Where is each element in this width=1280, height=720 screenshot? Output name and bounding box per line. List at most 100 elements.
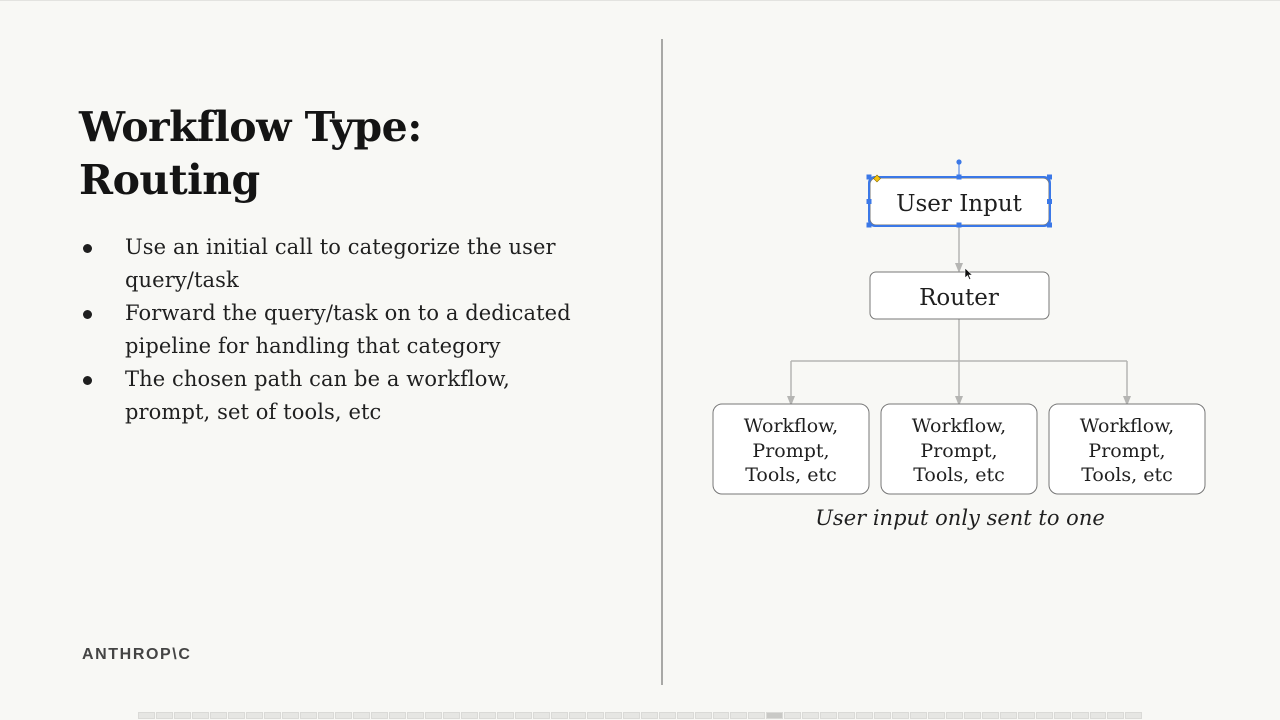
resize-handle-sw[interactable]	[866, 222, 872, 228]
bullet-dot-icon	[83, 310, 92, 319]
slide-thumbnail[interactable]	[515, 712, 532, 719]
selection-handles[interactable]	[866, 159, 1053, 228]
slide-thumbnail[interactable]	[550, 712, 568, 719]
diagram-caption: User input only sent to one	[815, 506, 1105, 530]
bullet-text: Forward the query/task on to a dedicated	[125, 301, 571, 325]
bullet-text: query/task	[125, 268, 239, 292]
slide-thumbnail[interactable]	[1125, 712, 1143, 719]
slide-thumbnail[interactable]	[604, 712, 622, 719]
bullet-text: Use an initial call to categorize the us…	[125, 235, 556, 259]
slide-thumbnail[interactable]	[317, 712, 335, 719]
slide-thumbnail[interactable]	[856, 712, 874, 719]
router-node[interactable]: Router	[869, 271, 1050, 320]
bullet-text: prompt, set of tools, etc	[125, 400, 382, 424]
bullet-item[interactable]: Use an initial call to categorize the us…	[79, 231, 619, 297]
slide-thumbnail[interactable]	[892, 712, 909, 719]
slide-thumbnail[interactable]	[1089, 712, 1107, 719]
slide-thumbnail[interactable]	[802, 712, 820, 719]
resize-handle-nw[interactable]	[866, 174, 872, 180]
slide-thumbnail[interactable]	[299, 712, 317, 719]
slide-thumbnail[interactable]	[425, 712, 443, 719]
slide-thumbnail[interactable]	[155, 712, 173, 719]
slide-thumbnail[interactable]	[227, 712, 245, 719]
slide-thumbnail[interactable]	[191, 712, 209, 719]
slide-thumbnail[interactable]	[927, 712, 945, 719]
slide-thumbnail[interactable]	[1035, 712, 1053, 719]
slide-thumbnail[interactable]	[389, 712, 407, 719]
destination-node-2[interactable]: Workflow, Prompt, Tools, etc	[880, 403, 1038, 495]
slide-thumbnail[interactable]	[748, 712, 766, 719]
slide-thumbnail[interactable]	[622, 712, 640, 719]
slide-thumbnail[interactable]	[407, 712, 425, 719]
slide-thumbnail[interactable]	[138, 712, 155, 719]
bullet-dot-icon	[83, 244, 92, 253]
resize-handle-e[interactable]	[1047, 199, 1052, 204]
destination-label-line: Workflow,	[744, 415, 838, 437]
slide-thumbnail[interactable]	[173, 712, 191, 719]
slide-title[interactable]: Workflow Type: Routing	[79, 101, 599, 207]
slide-thumbnail[interactable]	[532, 712, 550, 719]
slide-thumbnail[interactable]	[820, 712, 838, 719]
resize-handle-w[interactable]	[866, 199, 872, 204]
bullet-list[interactable]: Use an initial call to categorize the us…	[79, 231, 619, 429]
slide-thumbnail[interactable]	[1017, 712, 1035, 719]
destination-label-line: Prompt,	[752, 440, 829, 462]
rotate-handle-icon[interactable]	[956, 159, 962, 165]
router-label: Router	[919, 285, 999, 311]
slide-thumbnail[interactable]	[281, 712, 299, 719]
slide-thumbnail[interactable]	[676, 712, 694, 719]
destination-node-3[interactable]: Workflow, Prompt, Tools, etc	[1048, 403, 1206, 495]
slide-thumbnail[interactable]	[461, 712, 479, 719]
resize-handle-ne[interactable]	[1047, 174, 1052, 180]
slide-thumbnail[interactable]	[1107, 712, 1125, 719]
resize-handle-n[interactable]	[956, 174, 962, 180]
slide-thumbnail[interactable]	[586, 712, 604, 719]
slide-thumbnail[interactable]	[443, 712, 461, 719]
slide-thumbnail[interactable]	[963, 712, 981, 719]
slide-filmstrip[interactable]	[138, 712, 1143, 719]
slide-thumbnail[interactable]	[371, 712, 389, 719]
user-input-node[interactable]: User Input	[868, 176, 1051, 227]
slide-title-line-2: Routing	[79, 156, 260, 204]
resize-handle-se[interactable]	[1047, 222, 1052, 228]
slide-thumbnail[interactable]	[730, 712, 748, 719]
user-input-label: User Input	[896, 191, 1023, 217]
slide-thumbnail[interactable]	[1071, 712, 1089, 719]
slide-title-line-1: Workflow Type:	[79, 103, 422, 151]
slide-thumbnail[interactable]	[712, 712, 730, 719]
slide-thumbnail[interactable]	[479, 712, 497, 719]
slide-thumbnail[interactable]	[999, 712, 1017, 719]
slide-thumbnail[interactable]	[568, 712, 586, 719]
mouse-pointer-icon	[964, 267, 974, 280]
slide-thumbnail[interactable]	[981, 712, 999, 719]
slide-thumbnail[interactable]	[658, 712, 676, 719]
destination-node-1[interactable]: Workflow, Prompt, Tools, etc	[712, 403, 870, 495]
slide-thumbnail[interactable]	[497, 712, 515, 719]
slide-thumbnail[interactable]	[263, 712, 281, 719]
slide-thumbnail[interactable]	[784, 712, 802, 719]
slide-thumbnail[interactable]	[945, 712, 963, 719]
resize-handle-s[interactable]	[956, 222, 962, 228]
bullet-dot-icon	[83, 376, 92, 385]
corner-radius-handle-icon[interactable]	[873, 174, 881, 183]
slide-thumbnail[interactable]	[694, 712, 712, 719]
slide-thumbnail[interactable]	[766, 712, 784, 719]
slide-thumbnail[interactable]	[245, 712, 263, 719]
bullet-item[interactable]: Forward the query/task on to a dedicated…	[79, 297, 619, 363]
bullet-item[interactable]: The chosen path can be a workflow, promp…	[79, 363, 619, 429]
destination-label-line: Workflow,	[1080, 415, 1174, 437]
slide-thumbnail[interactable]	[909, 712, 927, 719]
bullet-text: The chosen path can be a workflow,	[125, 367, 510, 391]
slide-thumbnail[interactable]	[1053, 712, 1071, 719]
slide-thumbnail[interactable]	[874, 712, 892, 719]
slide-thumbnail[interactable]	[838, 712, 856, 719]
slide-thumbnail[interactable]	[640, 712, 658, 719]
slide-thumbnail[interactable]	[209, 712, 227, 719]
slide-thumbnail[interactable]	[353, 712, 371, 719]
destination-label-line: Tools, etc	[1081, 464, 1173, 486]
slide-thumbnail[interactable]	[335, 712, 353, 719]
destination-label-line: Tools, etc	[913, 464, 1005, 486]
column-divider	[661, 39, 663, 685]
